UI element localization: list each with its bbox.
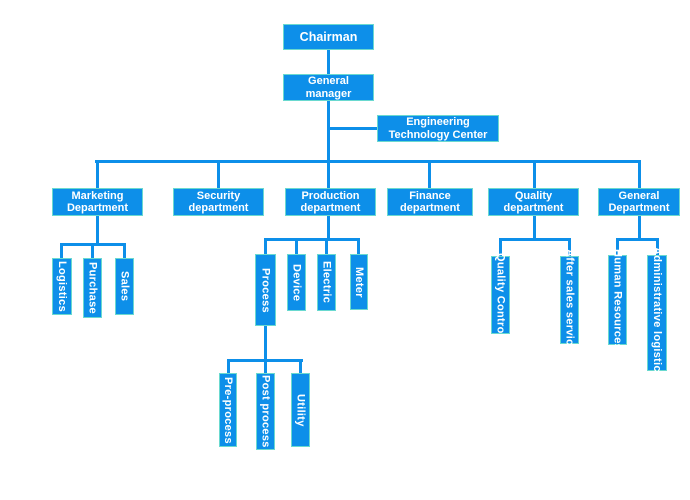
connector-marketing-down [96, 216, 99, 243]
connector-stub-process [264, 241, 267, 254]
connector-stub-logistics [60, 246, 63, 258]
org-node-label: Administrative logistics [651, 247, 663, 379]
org-node-human-resources[interactable]: Human Resources [608, 249, 627, 351]
org-node-general-department[interactable]: General Department [598, 188, 680, 216]
org-node-label: General Department [608, 189, 670, 215]
connector-drop-quality [533, 163, 536, 188]
org-node-label: Post process [259, 375, 272, 448]
connector-stub-quality-control [499, 241, 502, 256]
connector-trunk-general-manager-down [327, 100, 330, 188]
connector-stub-administrative-logistics [656, 241, 659, 255]
org-node-label: Quality department [503, 189, 564, 215]
connector-drop-general [638, 163, 641, 188]
connector-branch-engineering-technology-center [327, 127, 377, 130]
org-node-after-sales-service[interactable]: After sales service [560, 249, 579, 351]
org-node-meter[interactable]: Meter [350, 254, 368, 310]
org-node-label: Device [290, 263, 303, 302]
org-node-label: Sales [118, 271, 131, 302]
org-node-label: Quality Control [494, 253, 507, 337]
org-node-quality-department[interactable]: Quality department [488, 188, 579, 216]
connector-stub-utility [299, 362, 302, 373]
connector-general-down [638, 216, 641, 238]
org-node-finance-department[interactable]: Finance department [387, 188, 473, 216]
org-node-purchase[interactable]: Purchase [83, 258, 102, 318]
org-node-security-department[interactable]: Security department [173, 188, 264, 216]
org-node-label: Marketing Department [66, 189, 129, 215]
connector-chairman-general-manager [327, 50, 330, 74]
org-node-general-manager[interactable]: General manager [283, 74, 374, 101]
connector-drop-marketing [96, 163, 99, 188]
connector-quality-down [533, 216, 536, 238]
connector-process-down [264, 326, 267, 359]
connector-stub-device [295, 241, 298, 254]
org-node-label: Finance department [400, 189, 460, 215]
connector-stub-post-process [264, 362, 267, 373]
connector-stub-purchase [91, 246, 94, 258]
connector-stub-meter [357, 241, 360, 254]
connector-stub-human-resources [616, 241, 619, 255]
connector-stub-pre-process [227, 362, 230, 373]
org-node-label: After sales service [563, 248, 576, 352]
org-node-marketing-department[interactable]: Marketing Department [52, 188, 143, 216]
org-node-label: General manager [305, 75, 352, 100]
connector-process-rail [227, 359, 303, 362]
connector-stub-sales [123, 246, 126, 258]
org-node-production-department[interactable]: Production department [285, 188, 376, 216]
org-node-label: Production department [300, 189, 361, 215]
org-node-label: Meter [353, 266, 365, 298]
org-node-utility[interactable]: Utility [291, 373, 310, 447]
connector-departments-rail [95, 160, 641, 163]
org-node-chairman[interactable]: Chairman [283, 24, 374, 50]
org-node-label: Engineering Technology Center [388, 116, 488, 141]
org-node-administrative-logistics[interactable]: Administrative logistics [647, 247, 667, 379]
connector-stub-electric [325, 241, 328, 254]
org-node-label: Process [259, 267, 272, 313]
connector-marketing-rail [60, 243, 126, 246]
org-node-label: Logistics [56, 261, 68, 312]
org-node-sales[interactable]: Sales [115, 258, 134, 315]
org-node-label: Utility [294, 393, 307, 427]
org-node-label: Security department [188, 189, 249, 215]
connector-production-down [327, 216, 330, 238]
org-node-label: Pre-process [222, 376, 234, 444]
org-node-post-process[interactable]: Post process [256, 373, 275, 450]
connector-drop-security [217, 163, 220, 188]
connector-production-rail [264, 238, 360, 241]
org-node-quality-control[interactable]: Quality Control [491, 253, 510, 337]
org-node-device[interactable]: Device [287, 254, 306, 311]
connector-general-rail [616, 238, 659, 241]
org-node-label: Electric [320, 261, 333, 304]
connector-quality-rail [499, 238, 571, 241]
org-node-label: Chairman [299, 29, 358, 44]
connector-stub-after-sales-service [568, 241, 571, 256]
org-node-label: Human Resources [611, 249, 624, 351]
org-node-pre-process[interactable]: Pre-process [219, 373, 237, 447]
org-node-logistics[interactable]: Logistics [52, 258, 72, 315]
org-node-electric[interactable]: Electric [317, 254, 336, 311]
connector-drop-finance [428, 163, 431, 188]
org-node-engineering-technology-center[interactable]: Engineering Technology Center [377, 115, 499, 142]
org-node-process[interactable]: Process [255, 254, 276, 326]
org-node-label: Purchase [86, 262, 99, 314]
